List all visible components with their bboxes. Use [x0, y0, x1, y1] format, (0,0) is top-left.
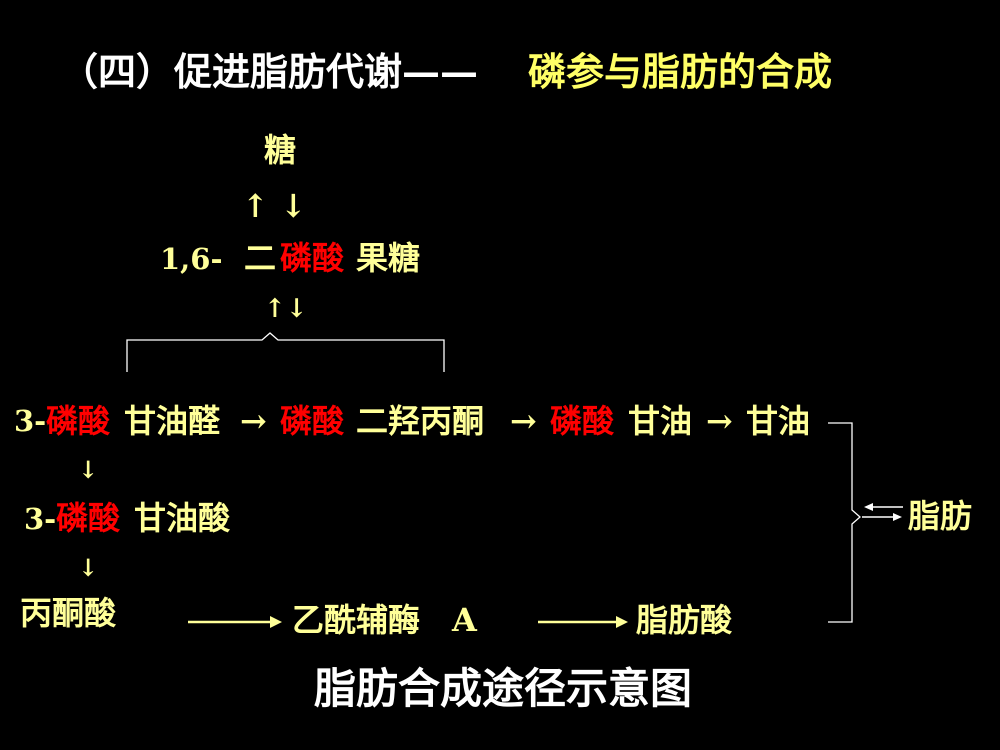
- fat-arrows: [862, 503, 903, 521]
- fatty-acid-label: 脂肪酸: [636, 601, 733, 639]
- arrow-g3p-dhap: →: [240, 402, 267, 440]
- fbp-prefix: 1,6-: [160, 242, 223, 276]
- fbp-fructose: 果糖: [356, 239, 421, 277]
- g3p-prefix: 3-: [14, 404, 47, 438]
- arrow-dhap-gp: →: [510, 402, 537, 440]
- arrow-pyruvate-acetylcoa: [188, 616, 282, 628]
- down-arrow-1: ↓: [78, 455, 99, 484]
- dhap-dihydroxyacetone: 二羟丙酮: [356, 402, 485, 440]
- arrow-gp-glycerol: →: [706, 402, 733, 440]
- pga-glycerate: 甘油酸: [134, 499, 231, 537]
- title-prefix: （四）促进脂肪代谢——: [60, 49, 479, 94]
- sugar-label: 糖: [264, 131, 297, 169]
- fbp-triose-arrows: ↑↓: [264, 294, 308, 324]
- dhap-phospho: 磷酸: [280, 402, 345, 440]
- pga-phospho: 磷酸: [56, 499, 121, 537]
- top-brace: [126, 332, 445, 372]
- fbp-phospho: 磷酸: [280, 239, 345, 277]
- fat-label: 脂肪: [908, 497, 973, 535]
- g3p-glyceraldehyde: 甘油醛: [124, 402, 221, 440]
- acetyl-coa-label: 乙酰辅酶 A: [292, 601, 477, 639]
- glycerol-label: 甘油: [746, 402, 811, 440]
- right-brace: [828, 422, 861, 623]
- gp-glycerol: 甘油: [628, 402, 693, 440]
- arrow-acetylcoa-fattyacid: [538, 616, 628, 628]
- gp-phospho: 磷酸: [550, 402, 615, 440]
- down-arrow-2: ↓: [78, 553, 99, 582]
- pyruvate-label: 丙酮酸: [20, 594, 117, 632]
- fbp-er: 二: [244, 239, 277, 277]
- title-accent: 磷参与脂肪的合成: [528, 49, 833, 94]
- diagram-caption: 脂肪合成途径示意图: [314, 664, 693, 713]
- pga-prefix: 3-: [24, 502, 57, 536]
- g3p-phospho: 磷酸: [46, 402, 111, 440]
- sugar-fbp-arrows: ↑ ↓: [242, 187, 307, 225]
